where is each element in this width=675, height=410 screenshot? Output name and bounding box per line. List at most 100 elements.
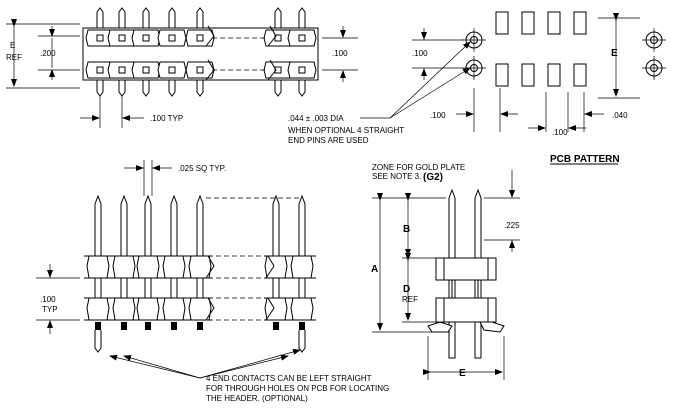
pcb-pad	[573, 63, 587, 87]
front-insulator-upper	[112, 255, 136, 279]
top-insulator-upper	[157, 29, 187, 47]
top-pin-square	[118, 66, 126, 74]
top-pin-upper	[298, 7, 306, 28]
top-insulator-lower	[287, 61, 317, 79]
front-025-label: .025 SQ TYP.	[178, 164, 226, 173]
front-insulator-upper	[136, 255, 160, 279]
side-view: ZONE FOR GOLD PLATE SEE NOTE 3. (G2) .22…	[371, 163, 520, 380]
front-insulator-upper	[290, 255, 314, 279]
pcb-pad	[521, 63, 535, 87]
zone-note-code: (G2)	[423, 172, 443, 183]
top-pin-square	[196, 34, 204, 42]
top-pin-square	[96, 66, 104, 74]
front-100-label: .100	[40, 295, 56, 304]
front-body-edges-right	[264, 255, 316, 321]
pcb-pattern: .100 E .100 .100 .040 PCB PATTERN	[412, 11, 666, 165]
front-pin-middle	[298, 277, 306, 299]
front-view: .025 SQ TYP. .100 TYP 4 END CONTACTS CAN…	[36, 160, 389, 403]
top-pin-square	[196, 66, 204, 74]
top-pin-square	[96, 34, 104, 42]
top-100-typ-label: .100 TYP	[150, 114, 183, 123]
side-d-ref-label: REF	[402, 295, 418, 304]
front-pin-tail	[145, 322, 151, 330]
zone-note-line-1: ZONE FOR GOLD PLATE	[372, 163, 465, 172]
front-pin-upper	[144, 194, 152, 257]
pcb-e-label: E	[611, 48, 618, 59]
top-pin-upper	[96, 7, 104, 28]
top-pin-lower	[168, 80, 176, 97]
top-pin-square	[274, 66, 282, 74]
top-pin-square	[142, 34, 150, 42]
front-pin-tail	[95, 322, 101, 330]
top-pin-square	[298, 66, 306, 74]
top-insulator-lower	[157, 61, 187, 79]
front-insulator-lower	[162, 297, 186, 321]
front-pin-tail	[171, 322, 177, 330]
front-end-pin-straight	[94, 330, 102, 353]
top-pin-upper	[196, 7, 204, 28]
side-225-label: .225	[504, 221, 520, 230]
front-note-line-1: 4 END CONTACTS CAN BE LEFT STRAIGHT	[206, 374, 372, 383]
front-insulator-lower	[136, 297, 160, 321]
front-pin-middle	[144, 277, 152, 299]
front-pin-tail	[121, 322, 127, 330]
top-100-right-label: .100	[332, 49, 348, 58]
front-body-edges-left	[84, 255, 212, 321]
front-insulator-upper	[162, 255, 186, 279]
front-pin-upper	[196, 194, 204, 257]
pcb-holes	[462, 28, 666, 80]
side-b-label: B	[403, 224, 410, 235]
pcb-pad	[547, 11, 561, 35]
front-insulator-lower	[112, 297, 136, 321]
top-pin-lower	[118, 80, 126, 97]
dia-note-line-1: .044 ± .003 DIA	[288, 114, 344, 123]
side-d-label: D	[403, 284, 410, 295]
front-note-line-2: FOR THROUGH HOLES ON PCB FOR LOCATING	[206, 384, 389, 393]
side-a-label: A	[371, 264, 378, 275]
top-pin-lower	[96, 80, 104, 97]
pcb-pattern-title: PCB PATTERN	[550, 154, 620, 165]
pcb-pad	[521, 11, 535, 35]
top-insulator-lower	[185, 61, 215, 79]
front-insulator-upper	[86, 255, 110, 279]
front-pin-middle	[170, 277, 178, 299]
front-end-pin-straight	[298, 330, 306, 353]
front-pin-upper	[94, 194, 102, 257]
top-pin-lower	[298, 80, 306, 97]
front-view-pins	[84, 194, 316, 353]
top-pin-upper	[118, 7, 126, 28]
pcb-pad	[495, 63, 509, 87]
top-e-ref-label: REF	[6, 53, 22, 62]
front-pin-upper	[170, 194, 178, 257]
front-typ-label: TYP	[42, 305, 58, 314]
side-e-label: E	[459, 368, 466, 379]
pcb-pad	[573, 11, 587, 35]
pcb-100-center-label: .100	[552, 128, 568, 137]
zone-note-line-2: SEE NOTE 3.	[372, 172, 421, 181]
top-pin-upper	[168, 7, 176, 28]
front-insulator-lower	[290, 297, 314, 321]
top-pin-square	[298, 34, 306, 42]
pcb-100-left-label: .100	[430, 111, 446, 120]
front-note-line-3: THE HEADER. (OPTIONAL)	[206, 394, 308, 403]
top-insulator-upper	[287, 29, 317, 47]
pcb-100-vertical-label: .100	[412, 49, 428, 58]
top-pin-square	[142, 66, 150, 74]
pcb-pad	[495, 11, 509, 35]
pcb-040-label: .040	[612, 111, 628, 120]
front-break-marks	[205, 255, 275, 321]
front-pin-upper	[298, 194, 306, 257]
top-view: E REF .200 .100 .100 TYP .044 ± .003 DIA…	[6, 7, 471, 145]
top-pin-square	[168, 34, 176, 42]
top-pin-upper	[274, 7, 282, 28]
top-insulator-upper	[185, 29, 215, 47]
top-pin-upper	[142, 7, 150, 28]
top-pin-square	[118, 34, 126, 42]
front-insulator-lower	[86, 297, 110, 321]
front-pin-middle	[94, 277, 102, 299]
front-pin-middle	[272, 277, 280, 299]
top-insulator-upper	[131, 29, 161, 47]
front-pin-upper	[272, 194, 280, 257]
front-pin-tail	[299, 322, 305, 330]
